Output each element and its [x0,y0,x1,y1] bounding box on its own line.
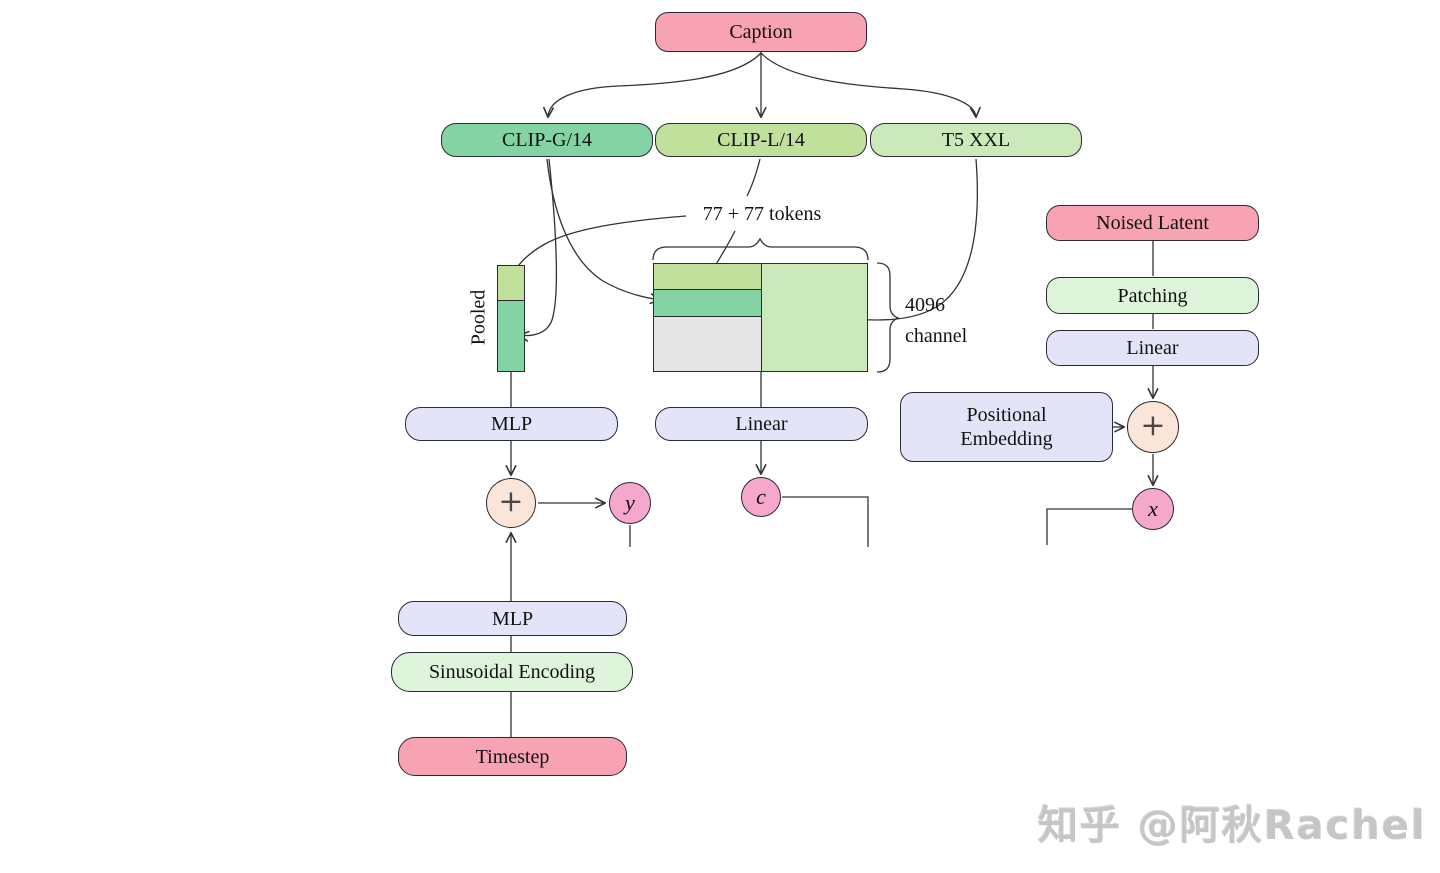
out-x: x [1132,488,1174,530]
node-patching: Patching [1046,277,1259,314]
brace-top-tokens [652,237,869,261]
node-mlp-timestep: MLP [398,601,627,636]
node-positional-embedding-label: Positional Embedding [960,404,1053,450]
op-plus-latent: + [1127,401,1179,453]
node-caption-label: Caption [729,21,793,43]
node-clip-g-14: CLIP-G/14 [441,123,653,157]
node-noised-latent-label: Noised Latent [1096,212,1209,234]
node-linear-tokens-label: Linear [735,413,788,435]
arrow-clip-g-to-matrix-teal-row [546,158,662,305]
node-linear-patch-label: Linear [1126,337,1179,359]
node-mlp-pooled: MLP [405,407,618,441]
node-mlp-timestep-label: MLP [491,607,534,630]
label-channels-text: 4096 channel [905,294,968,347]
node-positional-embedding: Positional Embedding [900,392,1113,462]
node-t5-xxl: T5 XXL [870,123,1082,157]
brace-right-channels [876,262,900,373]
pooled-column [497,265,525,372]
label-pooled: Pooled [468,283,491,353]
node-sinusoidal-encoding-label: Sinusoidal Encoding [428,661,596,683]
watermark: 知乎 @阿秋Rachel [1038,793,1427,851]
op-plus-pooled-glyph: + [498,484,524,519]
node-clip-g-14-label: CLIP-G/14 [502,129,592,151]
label-tokens: 77 + 77 tokens [687,203,837,226]
out-y-label: y [625,490,635,515]
line-clip-l-to-tokens-label [746,158,761,197]
arrow-caption-to-t5 [760,52,981,119]
node-linear-patch: Linear [1046,330,1259,366]
node-timestep-label: Timestep [475,745,550,768]
node-t5-xxl-label: T5 XXL [941,129,1011,151]
pooled-cell-clip-g [497,299,525,372]
token-matrix [653,263,868,372]
out-c: c [741,477,781,517]
out-c-label: c [756,484,766,509]
label-channels: 4096 channel [905,290,997,352]
line-x-elbow-down [1046,508,1132,545]
node-clip-l-14: CLIP-L/14 [655,123,867,157]
label-tokens-text: 77 + 77 tokens [702,203,822,225]
node-sinusoidal-encoding: Sinusoidal Encoding [391,652,633,692]
matrix-cell-clip-g [653,288,762,318]
out-y: y [609,482,651,524]
label-pooled-text: Pooled [467,289,490,346]
node-linear-tokens: Linear [655,407,868,441]
node-mlp-pooled-label: MLP [490,413,533,435]
pooled-cell-clip-l [497,265,525,301]
op-plus-pooled: + [486,478,536,528]
out-x-label: x [1148,496,1158,521]
matrix-cell-padding [653,316,762,372]
matrix-cell-clip-l [653,263,762,290]
line-c-elbow-down [782,496,869,547]
arrow-caption-to-clip-g [543,52,762,119]
node-caption: Caption [655,12,867,52]
node-clip-l-14-label: CLIP-L/14 [717,129,805,151]
node-noised-latent: Noised Latent [1046,205,1259,241]
node-timestep: Timestep [398,737,627,776]
watermark-text: 知乎 @阿秋Rachel [1038,803,1427,849]
matrix-cell-t5 [760,263,868,372]
node-patching-label: Patching [1117,284,1188,307]
op-plus-latent-glyph: + [1140,408,1166,443]
